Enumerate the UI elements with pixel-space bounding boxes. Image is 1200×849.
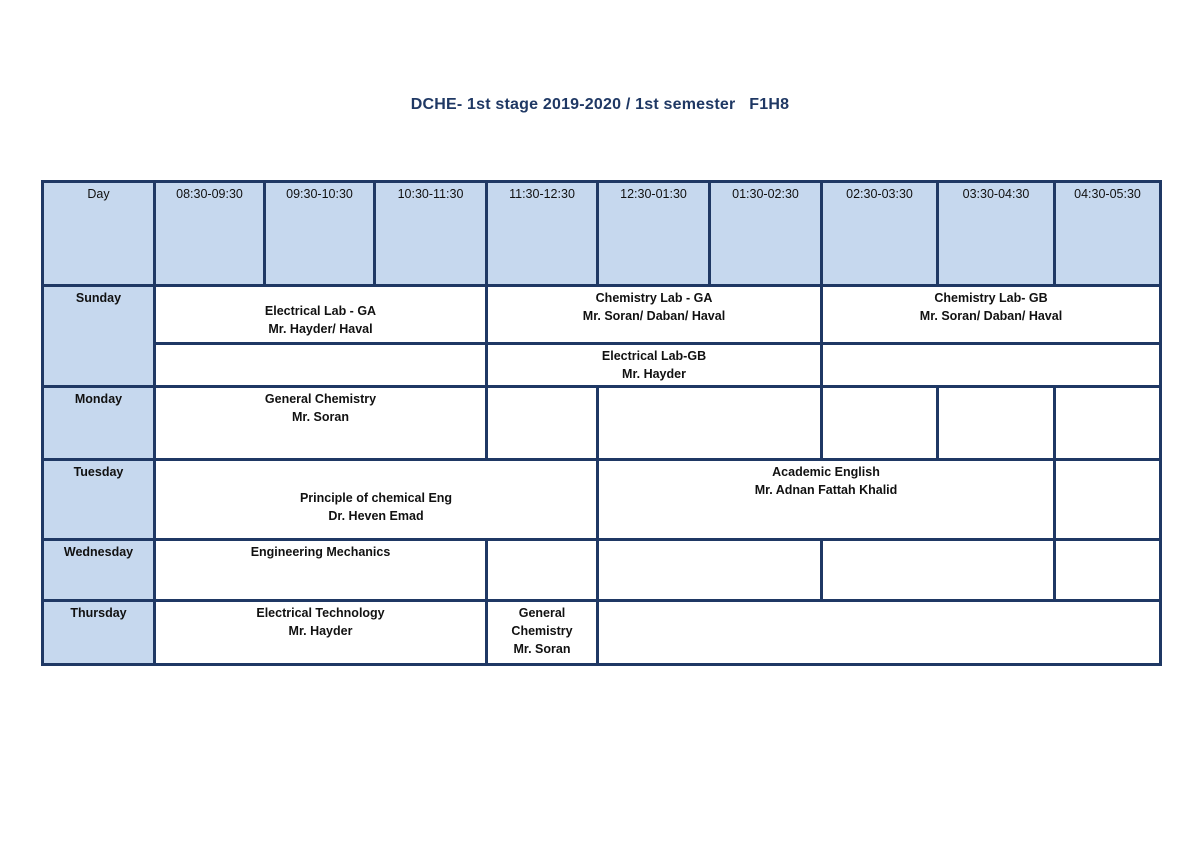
day-thursday: Thursday [41,599,156,666]
teacher-name: Mr. Hayder [622,367,686,381]
sunday-empty-2 [820,342,1162,388]
teacher-name: Mr. Soran/ Daban/ Haval [582,309,726,323]
tuesday-empty-1 [1053,458,1162,541]
monday-empty-5 [1053,385,1162,461]
course-name-line-1: General [518,606,566,620]
thursday-empty-1 [596,599,1162,666]
thursday-general-chemistry: General Chemistry Mr. Soran [485,599,599,666]
course-name: Electrical Technology [256,606,385,620]
wednesday-engineering-mechanics: Engineering Mechanics [153,538,488,602]
day-sunday: Sunday [41,284,156,388]
day-tuesday: Tuesday [41,458,156,541]
tuesday-academic-english: Academic English Mr. Adnan Fattah Khalid [596,458,1056,541]
monday-row: Monday General Chemistry Mr. Soran [41,385,1162,461]
monday-empty-2 [596,385,823,461]
header-slot-8: 03:30-04:30 [936,180,1056,287]
header-day: Day [41,180,156,287]
monday-empty-3 [820,385,939,461]
day-wednesday: Wednesday [41,538,156,602]
tuesday-row: Tuesday Principle of chemical Eng Dr. He… [41,458,1162,541]
sunday-chemistry-lab-gb: Chemistry Lab- GB Mr. Soran/ Daban/ Hava… [820,284,1162,345]
tuesday-principle-chem-eng: Principle of chemical Eng Dr. Heven Emad [153,458,599,541]
course-name: Chemistry Lab - GA [595,291,713,305]
teacher-name: Mr. Soran/ Daban/ Haval [919,309,1063,323]
course-name: Chemistry Lab- GB [934,291,1048,305]
header-slot-9: 04:30-05:30 [1053,180,1162,287]
teacher-name: Mr. Hayder [288,624,353,638]
course-name: Principle of chemical Eng [299,490,453,505]
header-slot-7: 02:30-03:30 [820,180,939,287]
sunday-row-b: Electrical Lab-GB Mr. Hayder [43,342,1162,388]
teacher-name: Mr. Adnan Fattah Khalid [754,483,898,497]
wednesday-row: Wednesday Engineering Mechanics [41,538,1162,602]
course-name-line-2: Chemistry [511,624,573,638]
header-slot-2: 09:30-10:30 [263,180,376,287]
timetable: Day 08:30-09:30 09:30-10:30 10:30-11:30 … [41,180,1162,666]
header-row: Day 08:30-09:30 09:30-10:30 10:30-11:30 … [41,180,1162,287]
header-slot-6: 01:30-02:30 [708,180,823,287]
day-monday: Monday [41,385,156,461]
teacher-name: Mr. Soran [292,410,349,424]
sunday-electrical-lab-gb: Electrical Lab-GB Mr. Hayder [485,342,823,388]
wednesday-empty-1 [485,538,599,602]
header-slot-5: 12:30-01:30 [596,180,711,287]
course-name: Electrical Lab-GB [601,349,707,363]
sunday-row-a: Sunday Electrical Lab - GA Mr. Hayder/ H… [41,284,1162,388]
monday-empty-4 [936,385,1056,461]
teacher-name: Mr. Soran [513,642,571,656]
page-title: DCHE- 1st stage 2019-2020 / 1st semester… [410,96,790,113]
thursday-row: Thursday Electrical Technology Mr. Hayde… [41,599,1162,666]
sunday-chemistry-lab-ga: Chemistry Lab - GA Mr. Soran/ Daban/ Hav… [485,284,823,345]
wednesday-empty-3 [820,538,1056,602]
wednesday-empty-2 [596,538,823,602]
teacher-name: Mr. Hayder/ Haval [268,321,373,336]
monday-empty-1 [485,385,599,461]
header-slot-4: 11:30-12:30 [485,180,599,287]
wednesday-empty-4 [1053,538,1162,602]
sunday-empty-1 [153,342,488,388]
header-slot-1: 08:30-09:30 [153,180,266,287]
teacher-name: Dr. Heven Emad [328,508,424,523]
sunday-electrical-lab-ga: Electrical Lab - GA Mr. Hayder/ Haval [153,284,488,345]
course-name: General Chemistry [264,392,377,406]
course-name: Engineering Mechanics [250,545,391,559]
course-name: Electrical Lab - GA [264,303,377,318]
course-name: Academic English [772,465,880,479]
header-slot-3: 10:30-11:30 [373,180,488,287]
thursday-electrical-technology: Electrical Technology Mr. Hayder [153,599,488,666]
monday-general-chemistry: General Chemistry Mr. Soran [153,385,488,461]
